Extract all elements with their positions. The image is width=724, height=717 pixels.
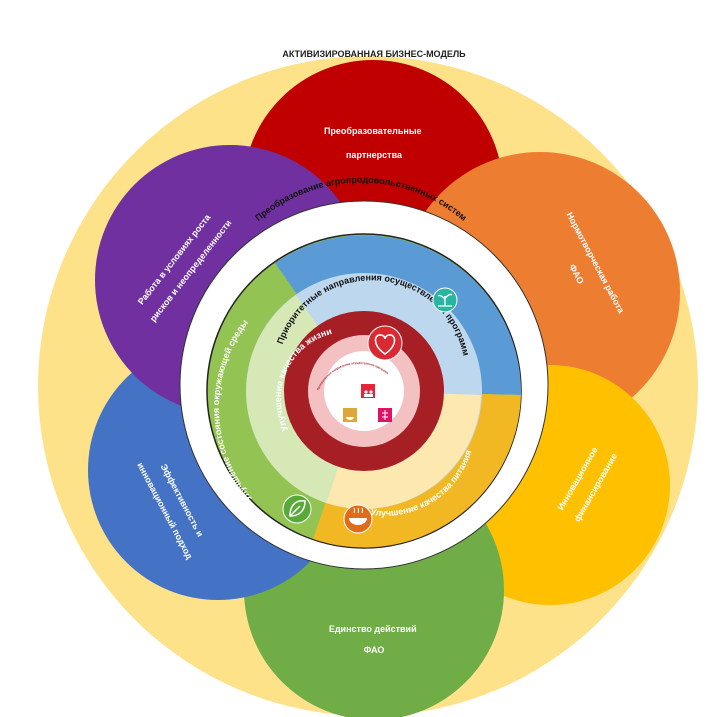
sdg-2-icon [343,408,357,422]
heart-icon [367,325,403,361]
plant-icon [432,287,458,313]
food-bowl-icon [343,504,373,534]
diagram-title: АКТИВИЗИРОВАННАЯ БИЗНЕС-МОДЕЛЬ [282,49,466,59]
sdg-10-icon [378,408,392,422]
sdg-1-icon [361,384,375,398]
leaf-icon [282,494,312,524]
petal-unity-label: Единство действий ФАО [329,624,419,655]
petal-partnerships-label: Преобразовательные партнерства [324,126,424,160]
